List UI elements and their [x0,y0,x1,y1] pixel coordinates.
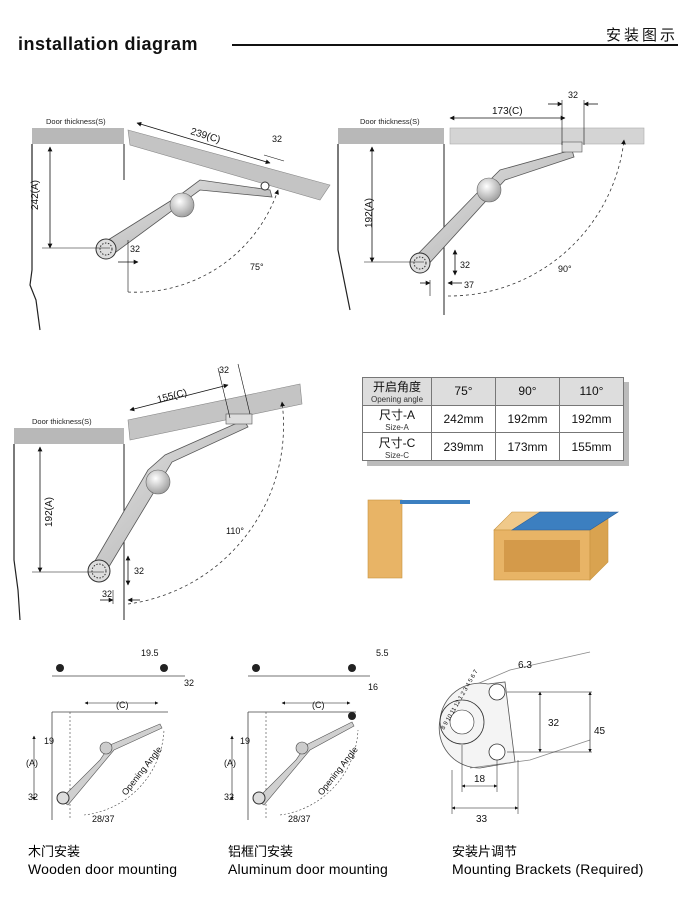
cabinet-top-panel [14,428,124,444]
dim-6-3: 6.3 [518,660,532,671]
dim-32: 32 [184,678,194,688]
dim-a-label: 242(A) [30,180,41,210]
aluminum-caption-en: Aluminum door mounting [228,861,388,877]
aluminum-mounting-drawing [230,664,370,820]
dim-16: 16 [368,682,378,692]
angle-label: 110° [226,526,244,536]
bracket-caption-en: Mounting Brackets (Required) [452,861,644,877]
opening-angle-table: 开启角度 Opening angle 75° 90° 110° 尺寸-A Siz… [362,377,624,461]
lift-arm [413,149,575,269]
dim-32-top: 32 [219,365,229,375]
dim-c-label: 155(C) [156,387,188,406]
dim-32-left: 32 [224,792,234,802]
header-cn: 开启角度 [372,380,421,395]
table-cell: 192mm [495,404,560,434]
opening-angle-label: Opening Angle [120,745,164,798]
dim-28-37: 28/37 [288,814,311,824]
dim-c-label: (C) [312,700,325,710]
table-cell: 155mm [559,432,624,461]
dim-32-bottom: 32 [130,244,140,254]
lift-arm [99,179,273,256]
cabinet-top-panel [338,128,444,144]
dim-5-5: 5.5 [376,648,389,658]
table-row: 尺寸-C Size-C 239mm 173mm 155mm [362,432,624,461]
dim-c-label: (C) [116,700,129,710]
dim-37: 37 [464,280,474,290]
dim-c-label: 173(C) [492,106,523,117]
table-cell: 173mm [495,432,560,461]
dim-45: 45 [594,726,606,737]
mounting-bracket-drawing [438,651,592,814]
door-thickness-label: Door thickness(S) [360,117,420,126]
table-cell: 239mm [431,432,496,461]
header-en: Opening angle [370,395,424,405]
table-cell: 192mm [559,404,624,434]
dim-19: 19 [240,736,250,746]
dim-28-37: 28/37 [92,814,115,824]
table-row: 尺寸-A Size-A 242mm 192mm 192mm [362,404,624,434]
dim-32-right: 32 [134,566,144,576]
angle-label: 75° [250,262,264,272]
dim-a-label: 192(A) [364,198,375,228]
dim-32-top: 32 [568,90,578,100]
door-thickness-label: Door thickness(S) [32,417,92,426]
dim-32-right: 32 [460,260,470,270]
wooden-caption-cn: 木门安装 [28,844,80,859]
page-title-cn: 安装图示 [605,27,678,44]
cabinet-top-panel [32,128,124,144]
bracket-caption-cn: 安装片调节 [452,844,517,859]
open-door-panel [127,383,303,441]
wooden-mounting-drawing [32,664,185,820]
open-door-panel [449,127,645,145]
dim-a-label: 192(A) [44,497,55,527]
angle-75: 75° [431,377,496,406]
dim-a-label: (A) [26,758,38,768]
angle-90: 90° [495,377,560,406]
opening-angle-label: Opening Angle [316,745,360,798]
title-rule [232,44,678,46]
dim-32-top: 32 [272,134,282,144]
wooden-caption-en: Wooden door mounting [28,861,177,877]
diagram-90 [337,100,645,315]
dim-32-bottom: 32 [102,589,112,599]
angle-label: 90° [558,264,572,274]
page-title: installation diagram [18,34,199,54]
row-label: 尺寸-A Size-A [362,404,432,434]
dim-32: 32 [548,718,560,729]
dim-19: 19 [44,736,54,746]
cabinet-illustration [367,499,620,581]
table-header-cell: 开启角度 Opening angle [362,377,432,406]
dim-33: 33 [476,814,488,825]
row-label: 尺寸-C Size-C [362,432,432,461]
dim-a-label: (A) [224,758,236,768]
dim-c-label: 239(C) [189,126,221,145]
dim-32-left: 32 [28,792,38,802]
door-thickness-label: Door thickness(S) [46,117,106,126]
angle-110: 110° [559,377,624,406]
diagram-110 [13,363,303,621]
table-cell: 242mm [431,404,496,434]
aluminum-caption-cn: 铝框门安装 [228,844,293,859]
dim-19-5: 19.5 [141,648,159,658]
dim-18: 18 [474,774,486,785]
diagram-75 [29,121,331,331]
